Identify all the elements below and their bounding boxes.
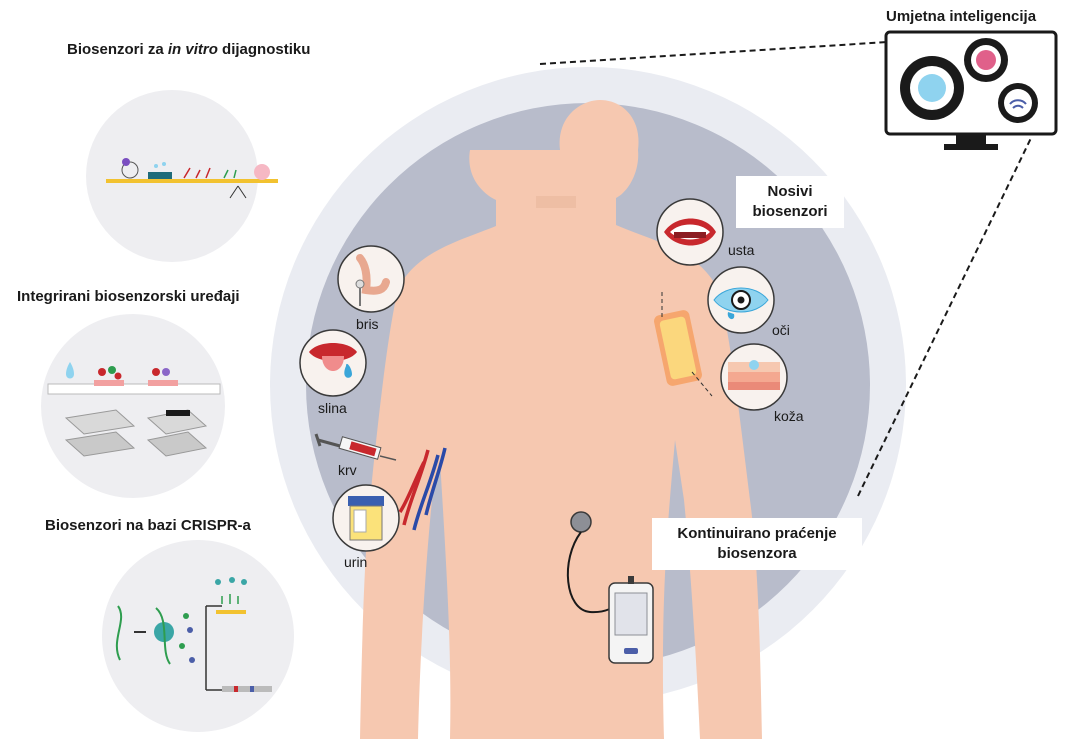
integrated-heading: Integrirani biosenzorski uređaji: [17, 288, 240, 305]
skin-patch: [654, 310, 702, 386]
wearable-label: Nosivi biosenzori: [736, 176, 844, 228]
invitro-heading: Biosenzori za in vitro dijagnostiku: [67, 41, 310, 58]
crispr-heading: Biosenzori na bazi CRISPR-a: [45, 517, 251, 534]
cgm-device: [566, 511, 654, 664]
saliva-icon: [299, 329, 367, 397]
urine-cup-icon: [332, 484, 400, 552]
eye-icon: [707, 266, 775, 334]
invitro-suffix: dijagnostiku: [217, 41, 311, 58]
crispr-panel: [102, 540, 294, 732]
invitro-prefix: Biosenzori za: [67, 41, 168, 58]
label-bris: bris: [356, 316, 379, 332]
connector-lines: [661, 292, 713, 397]
invitro-panel: [86, 90, 278, 262]
label-krv: krv: [338, 462, 357, 478]
wearable-line2: biosenzori: [752, 203, 828, 220]
integrated-panel: [41, 314, 225, 498]
label-usta: usta: [728, 242, 755, 258]
wearable-line1: Nosivi: [767, 183, 813, 200]
ai-monitor: [884, 30, 1058, 150]
ai-connectors: [539, 41, 1033, 497]
continuous-label: Kontinuirano praćenje biosenzora: [652, 518, 862, 570]
mouth-icon: [656, 198, 724, 266]
syringe-icon: [314, 433, 397, 461]
ai-title: Umjetna inteligencija: [886, 8, 1037, 25]
continuous-line1: Kontinuirano praćenje: [677, 525, 837, 542]
human-body: [360, 100, 762, 739]
label-koza: koža: [774, 408, 804, 424]
continuous-line2: biosenzora: [717, 545, 797, 562]
arm-veins: [398, 447, 447, 531]
skin-icon: [720, 343, 788, 411]
label-slina: slina: [318, 400, 347, 416]
label-oci: oči: [772, 322, 790, 338]
invitro-italic: in vitro: [167, 41, 218, 58]
label-urin: urin: [344, 554, 368, 570]
neck-shade: [536, 196, 576, 208]
swab-icon: [337, 245, 405, 313]
